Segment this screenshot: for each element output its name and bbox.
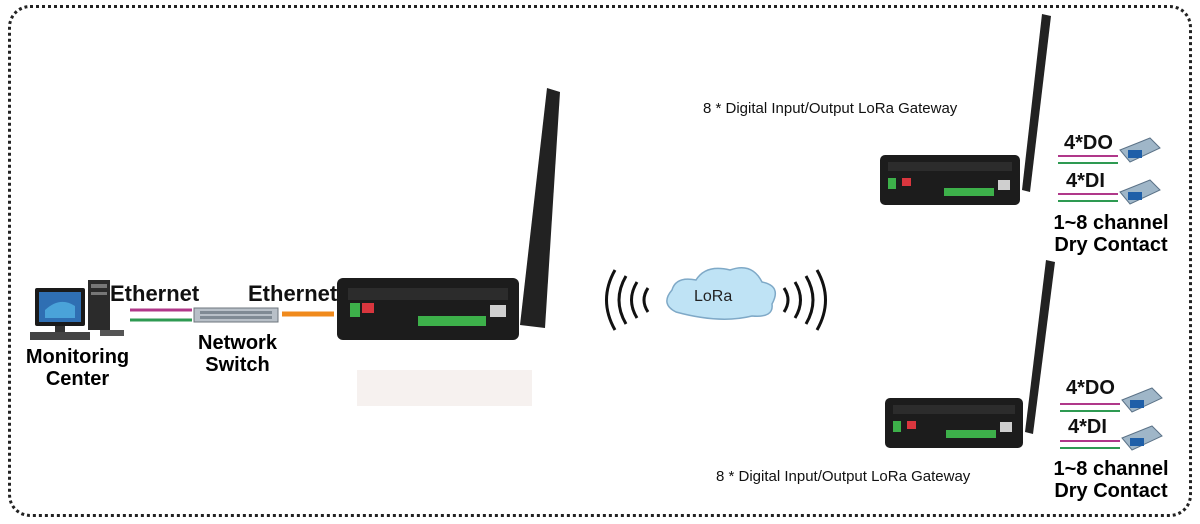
remote-gateway-bottom-device: [885, 260, 1055, 448]
device-reflection: [357, 370, 532, 406]
do-label-top: 4*DO: [1064, 132, 1113, 154]
di-cable-bottom: [1060, 440, 1120, 449]
contact-line1-bottom: 1~8 channel: [1053, 458, 1169, 480]
network-switch-label: Network Switch: [180, 332, 295, 376]
monitoring-label-line2: Center: [45, 368, 110, 390]
main-gateway-device: [337, 88, 560, 340]
switch-label-line1: Network: [198, 332, 277, 354]
lora-cloud-icon: [666, 267, 777, 320]
di-label-bottom: 4*DI: [1068, 416, 1107, 438]
dry-contact-module-icon: [1121, 425, 1163, 451]
computer-icon: [30, 280, 124, 340]
dry-contact-label-bottom: 1~8 channel Dry Contact: [1036, 458, 1186, 502]
contact-line2-top: Dry Contact: [1054, 234, 1168, 256]
ethernet-cable-left: [130, 308, 192, 322]
do-label-bottom: 4*DO: [1066, 377, 1115, 399]
di-label-top: 4*DI: [1066, 170, 1105, 192]
monitoring-center-label: Monitoring Center: [10, 346, 145, 390]
ethernet-label-left: Ethernet: [110, 281, 200, 306]
lora-label: LoRa: [694, 288, 733, 305]
gateway-bottom-caption: 8 * Digital Input/Output LoRa Gateway: [716, 468, 971, 485]
network-switch-icon: [193, 307, 279, 323]
diagram-frame: [8, 5, 1192, 517]
signal-waves-right-icon: [782, 269, 827, 331]
contact-line2-bottom: Dry Contact: [1054, 480, 1168, 502]
do-cable-top: [1058, 155, 1118, 164]
dry-contact-module-icon: [1119, 137, 1161, 163]
signal-waves-left-icon: [605, 269, 650, 331]
switch-label-line2: Switch: [205, 354, 270, 376]
monitoring-label-line1: Monitoring: [25, 346, 130, 368]
dry-contact-module-icon: [1119, 179, 1161, 205]
ethernet-label-right: Ethernet: [248, 281, 338, 306]
do-cable-bottom: [1060, 403, 1120, 412]
di-cable-top: [1058, 193, 1118, 202]
gateway-top-caption: 8 * Digital Input/Output LoRa Gateway: [703, 100, 958, 117]
contact-line1-top: 1~8 channel: [1053, 212, 1169, 234]
dry-contact-module-icon: [1121, 387, 1163, 413]
remote-gateway-top-device: [880, 14, 1051, 205]
dry-contact-label-top: 1~8 channel Dry Contact: [1036, 212, 1186, 256]
